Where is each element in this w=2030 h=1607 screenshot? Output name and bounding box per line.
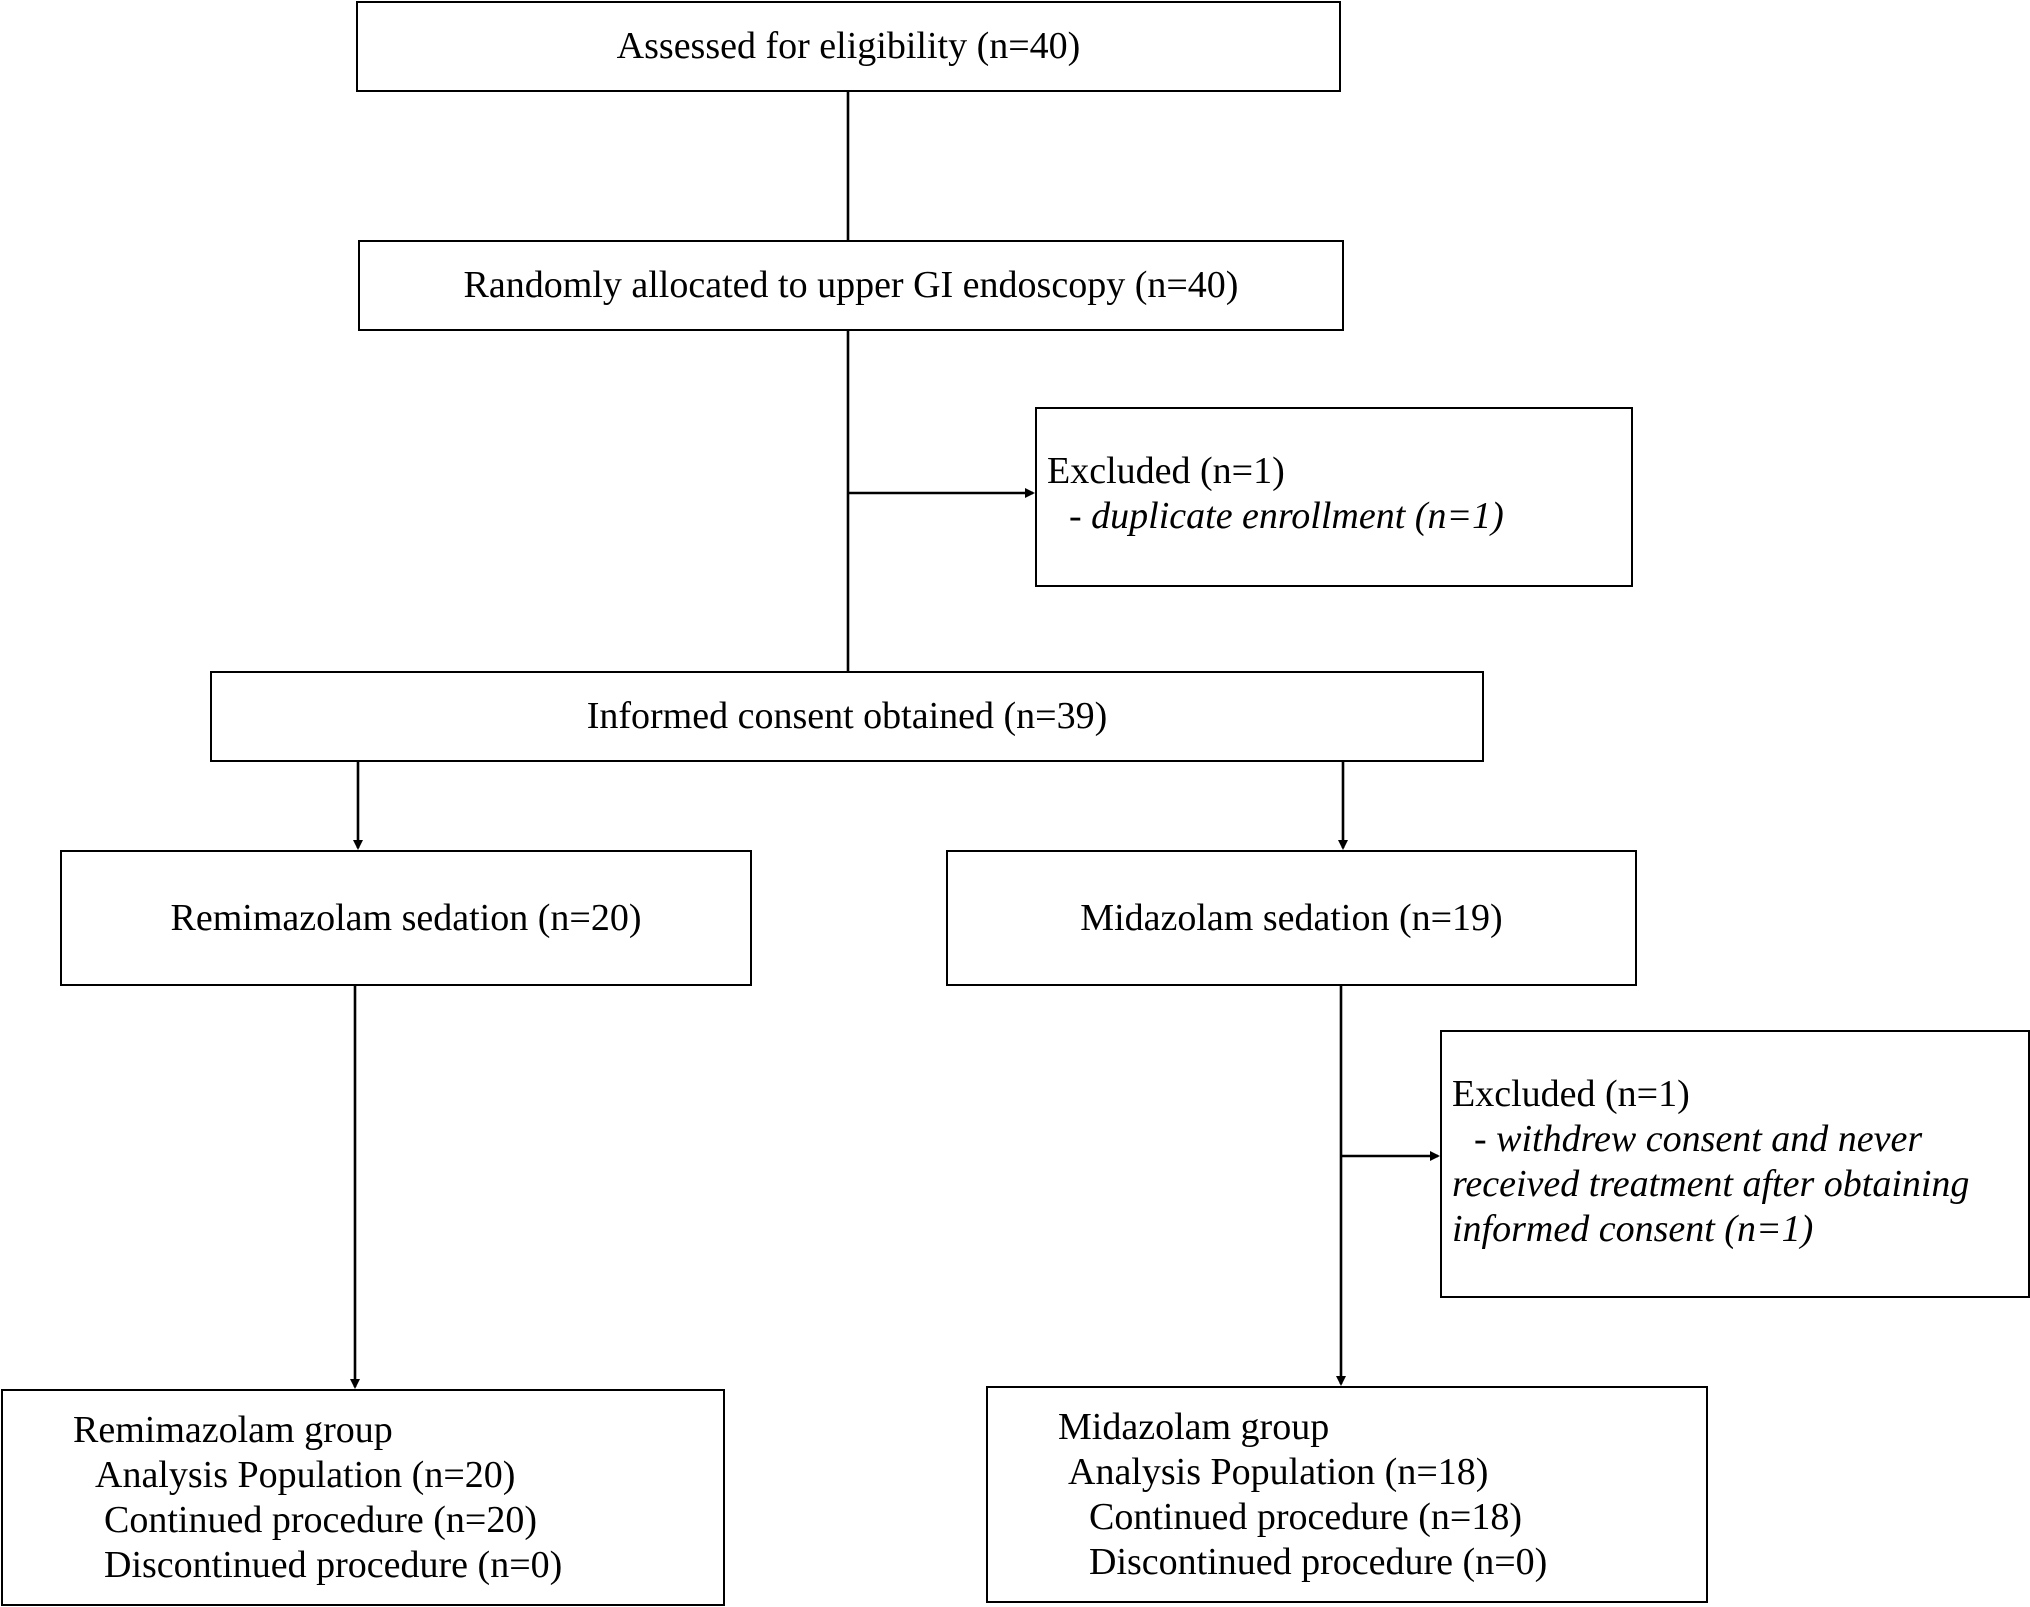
assessed-box: Assessed for eligibility (n=40) <box>356 1 1341 92</box>
midazolam-sedation-box: Midazolam sedation (n=19) <box>946 850 1637 986</box>
midazolam-discontinued: Discontinued procedure (n=0) <box>1089 1541 1548 1583</box>
remimazolam-sedation-box: Remimazolam sedation (n=20) <box>60 850 752 986</box>
excluded-second-box: Excluded (n=1) - withdrew consent and ne… <box>1440 1030 2030 1298</box>
remimazolam-continued: Continued procedure (n=20) <box>104 1499 537 1541</box>
excluded-first-title: Excluded (n=1) <box>1047 450 1285 492</box>
remimazolam-group-title: Remimazolam group <box>73 1409 393 1451</box>
midazolam-continued: Continued procedure (n=18) <box>1089 1496 1522 1538</box>
excluded-second-reason-line: informed consent (n=1) <box>1452 1208 1814 1250</box>
excluded-second-title: Excluded (n=1) <box>1452 1073 1690 1115</box>
excluded-second-reason-line: received treatment after obtaining <box>1452 1163 1970 1205</box>
randomized-label: Randomly allocated to upper GI endoscopy… <box>463 264 1239 306</box>
midazolam-analysis-population: Analysis Population (n=18) <box>1068 1451 1489 1493</box>
consent-label: Informed consent obtained (n=39) <box>586 695 1108 737</box>
excluded-first-box: Excluded (n=1) - duplicate enrollment (n… <box>1035 407 1633 587</box>
midazolam-group-box: Midazolam group Analysis Population (n=1… <box>986 1386 1708 1603</box>
consent-box: Informed consent obtained (n=39) <box>210 671 1484 762</box>
remimazolam-group-box: Remimazolam group Analysis Population (n… <box>1 1389 725 1606</box>
midazolam-sedation-label: Midazolam sedation (n=19) <box>1080 896 1503 939</box>
assessed-label: Assessed for eligibility (n=40) <box>616 25 1081 67</box>
excluded-second-reason-line: - withdrew consent and never <box>1474 1118 1923 1160</box>
remimazolam-discontinued: Discontinued procedure (n=0) <box>104 1544 563 1586</box>
remimazolam-sedation-label: Remimazolam sedation (n=20) <box>170 896 642 939</box>
randomized-box: Randomly allocated to upper GI endoscopy… <box>358 240 1344 331</box>
midazolam-group-title: Midazolam group <box>1058 1406 1330 1448</box>
remimazolam-analysis-population: Analysis Population (n=20) <box>95 1454 516 1496</box>
excluded-first-reason: - duplicate enrollment (n=1) <box>1069 495 1504 537</box>
